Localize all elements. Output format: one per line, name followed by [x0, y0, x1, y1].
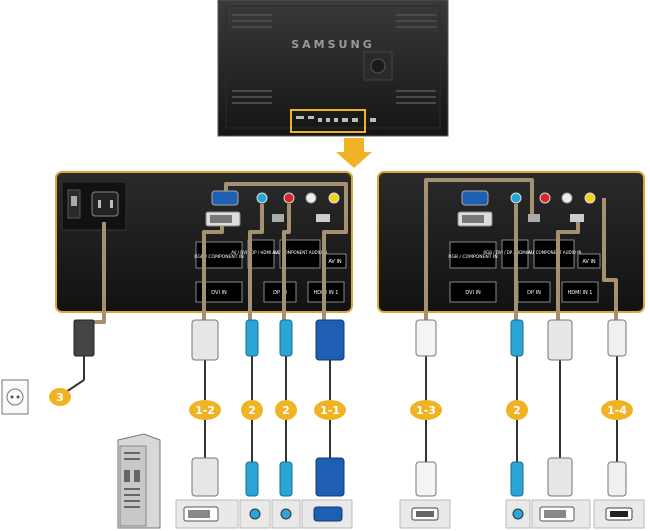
port-highlight — [290, 109, 366, 133]
plugs-upper — [73, 319, 627, 361]
label-hdmi-in-2: HDMI IN 1 — [568, 290, 593, 296]
badge-audio-a: 2 — [248, 404, 256, 417]
label-av-in-2: AV IN — [582, 259, 596, 265]
badge-hdmi: 1-4 — [607, 404, 627, 417]
label-rgb-component-in: RGB / COMPONENT IN — [194, 254, 243, 260]
label-dp-in: DP IN — [273, 290, 287, 296]
bottom-port-strips — [175, 499, 645, 529]
wall-outlet — [1, 379, 29, 415]
label-av-in: AV IN — [328, 259, 342, 265]
badges: 3 1-2 2 2 1-1 1-3 2 1-4 — [49, 388, 633, 420]
monitor-back: SAMSUNG — [217, 0, 449, 137]
right-panel: RGB / COMPONENT IN RGB / DVI / DP / HDMI… — [377, 171, 645, 313]
label-dvi-in-2: DVI IN — [465, 290, 481, 296]
label-dp-in-2: DP IN — [527, 290, 541, 296]
badge-vga: 1-1 — [320, 404, 340, 417]
pc-tower — [117, 433, 161, 529]
down-arrow-icon — [336, 138, 372, 168]
badge-dp: 1-3 — [416, 404, 436, 417]
badge-dvi: 1-2 — [195, 404, 215, 417]
label-av-dvi-audio-in: AV / DVI / DP / HDMI AUDIO IN — [231, 250, 291, 255]
label-av-component-audio-in: AV / COMPONENT AUDIO IN — [273, 250, 328, 255]
cable-routes — [84, 178, 618, 324]
label-dvi-in: DVI IN — [211, 290, 227, 296]
badge-audio-b: 2 — [282, 404, 290, 417]
label-av-component-audio-in-2: AV / COMPONENT AUDIO IN — [527, 250, 582, 255]
label-rgb-component-in-2: RGB / COMPONENT IN — [448, 254, 497, 260]
brand-logo: SAMSUNG — [291, 38, 374, 51]
badge-power: 3 — [56, 391, 64, 404]
badge-audio-c: 2 — [513, 404, 521, 417]
plugs-lower — [191, 457, 627, 497]
